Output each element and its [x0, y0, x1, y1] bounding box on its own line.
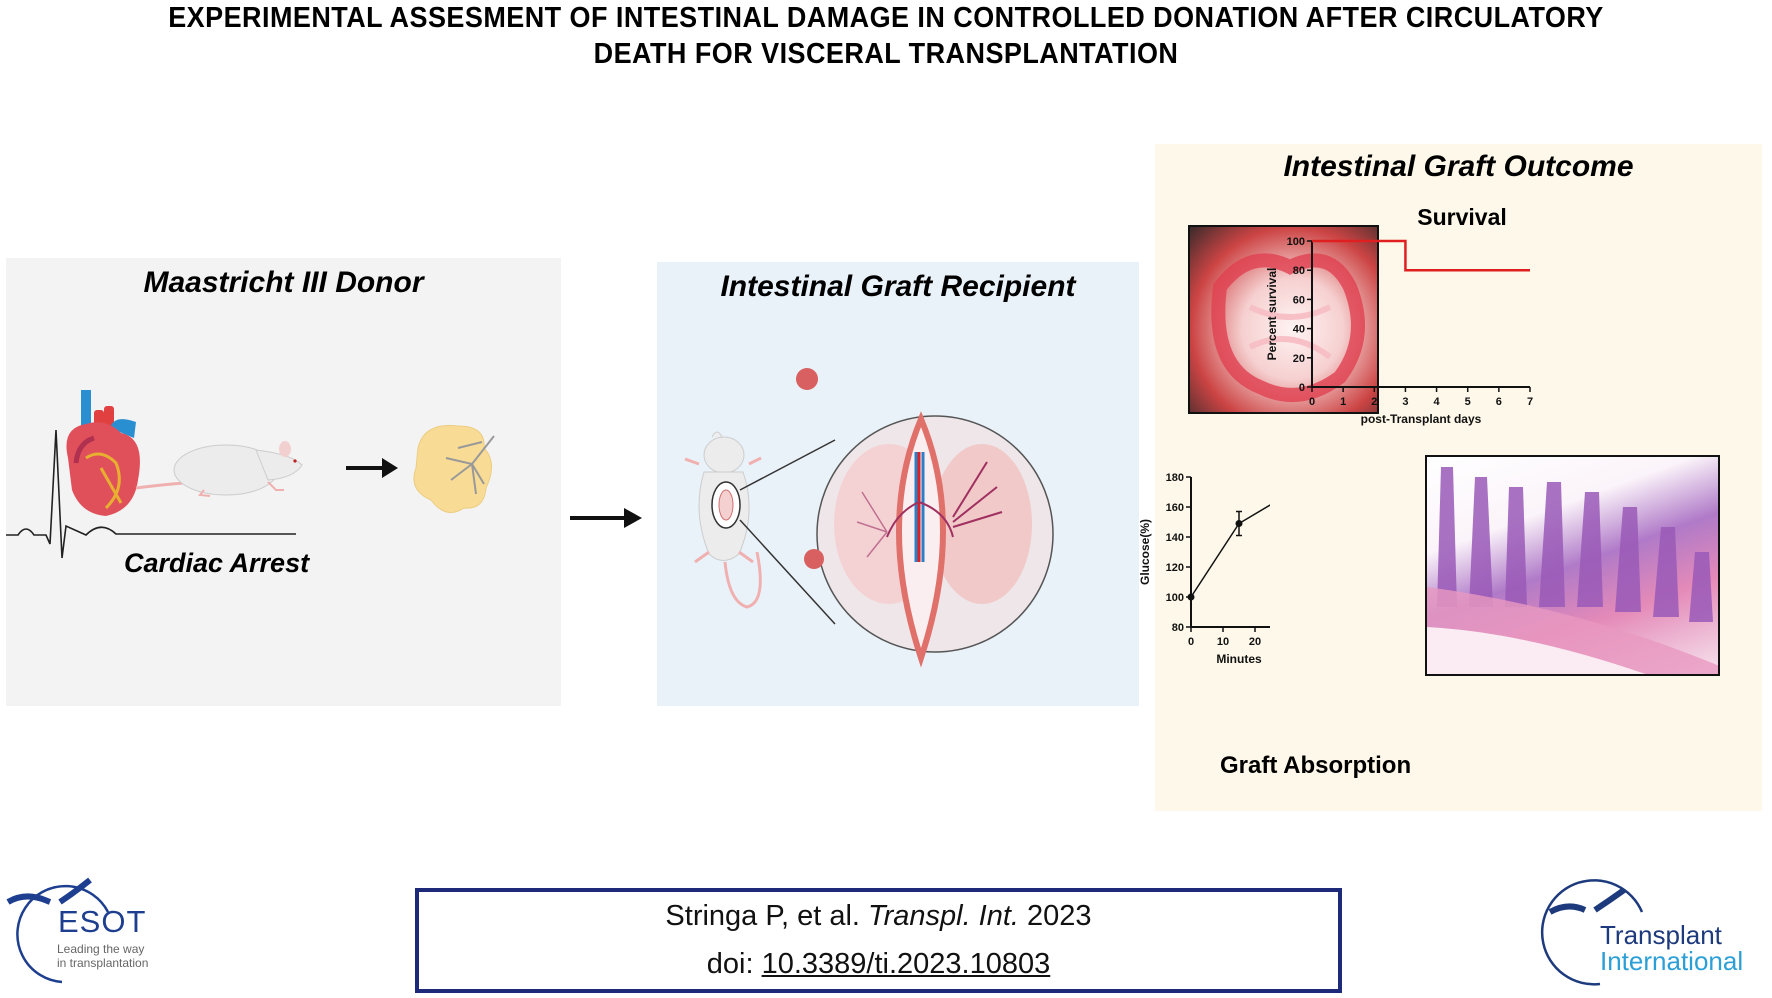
- citation-authors: Stringa P, et al.: [665, 900, 869, 932]
- hands-circle-icon: [6, 877, 110, 984]
- x-tick-label: 10: [1217, 636, 1229, 648]
- doi-line: doi: 10.3389/ti.2023.10803: [419, 948, 1338, 981]
- intestinal-graft-photo: [1188, 225, 1379, 414]
- donor-panel: Maastricht III Donor: [6, 258, 561, 706]
- citation-journal: Transpl. Int.: [868, 900, 1019, 932]
- series-line: [1190, 504, 1270, 598]
- citation-line: Stringa P, et al. Transpl. Int. 2023: [419, 900, 1338, 933]
- citation-year: 2023: [1018, 900, 1092, 932]
- page-title: EXPERIMENTAL ASSESMENT OF INTESTINAL DAM…: [62, 0, 1710, 72]
- x-tick-label: 6: [1496, 396, 1502, 408]
- x-tick-label: 0: [1188, 636, 1194, 648]
- x-tick-label: 3: [1402, 396, 1408, 408]
- arrow-right-icon: [570, 508, 642, 528]
- y-tick-label: 40: [1293, 324, 1305, 336]
- survival-chart: 0 20 40 60 80 100 0 1 2 3 4 5 6 7 post-Transplant days…: [1265, 236, 1533, 426]
- intestine-graft-icon: [413, 424, 495, 513]
- x-axis-label: Minutes: [1216, 652, 1262, 666]
- glucose-chart: 801001201401601800102030MinutesGlucose(%…: [1138, 472, 1270, 666]
- recipient-panel: Intestinal Graft Recipient: [657, 262, 1139, 706]
- graft-absorption-caption: Graft Absorption: [1220, 752, 1412, 779]
- histology-micrograph: [1425, 455, 1720, 676]
- data-point: [1235, 520, 1243, 527]
- data-point: [1187, 593, 1195, 601]
- magnified-abdomen-icon: [796, 368, 1054, 668]
- rat-icon: [135, 441, 303, 497]
- doi-link[interactable]: 10.3389/ti.2023.10803: [761, 948, 1051, 980]
- y-tick-label: 80: [1293, 265, 1305, 277]
- x-tick-label: 1: [1340, 396, 1346, 408]
- hands-circle-icon: [1540, 879, 1644, 986]
- heart-icon: [66, 390, 140, 516]
- outcome-panel-title: Intestinal Graft Outcome: [1283, 150, 1634, 183]
- series-line: [1312, 239, 1530, 272]
- x-tick-label: 0: [1309, 396, 1315, 408]
- donor-panel-title: Maastricht III Donor: [143, 266, 424, 299]
- y-tick-label: 180: [1166, 472, 1184, 484]
- transplant-international-logo: Transplant International: [1520, 862, 1772, 992]
- y-tick-label: 60: [1293, 294, 1305, 306]
- cardiac-arrest-caption: Cardiac Arrest: [124, 548, 310, 578]
- x-tick-label: 7: [1527, 396, 1533, 408]
- ecg-trace-icon: [6, 429, 296, 559]
- y-tick-label: 100: [1287, 236, 1305, 248]
- y-tick-label: 100: [1166, 592, 1184, 604]
- x-tick-label: 5: [1465, 396, 1471, 408]
- title-line-2: DEATH FOR VISCERAL TRANSPLANTATION: [593, 38, 1179, 70]
- esot-logo: ESOT Leading the way in transplantation: [0, 862, 190, 992]
- recipient-panel-title: Intestinal Graft Recipient: [720, 270, 1076, 303]
- ti-name-line-1: Transplant: [1600, 920, 1722, 950]
- y-tick-label: 160: [1166, 502, 1184, 514]
- ti-name-line-2: International: [1600, 946, 1744, 976]
- esot-tagline: Leading the way in transplantation: [57, 942, 148, 970]
- title-line-1: EXPERIMENTAL ASSESMENT OF INTESTINAL DAM…: [168, 2, 1604, 34]
- rat-supine-icon: [684, 431, 762, 609]
- y-tick-label: 20: [1293, 353, 1305, 365]
- arrow-right-icon: [346, 458, 398, 478]
- x-tick-label: 4: [1434, 396, 1441, 408]
- esot-tagline-2: in transplantation: [57, 956, 149, 970]
- x-axis-label: post-Transplant days: [1361, 412, 1482, 426]
- citation-box: Stringa P, et al. Transpl. Int. 2023 doi…: [415, 888, 1342, 993]
- y-tick-label: 80: [1172, 622, 1184, 634]
- esot-name: ESOT: [58, 904, 147, 939]
- doi-prefix: doi:: [706, 948, 762, 980]
- y-tick-label: 120: [1166, 562, 1184, 574]
- y-axis-label: Percent survival: [1265, 268, 1279, 361]
- y-tick-label: 0: [1299, 382, 1305, 394]
- y-axis-label: Glucose(%): [1138, 519, 1152, 585]
- y-tick-label: 140: [1166, 532, 1184, 544]
- x-tick-label: 20: [1249, 636, 1261, 648]
- survival-chart-title: Survival: [1417, 204, 1507, 230]
- esot-tagline-1: Leading the way: [57, 942, 145, 956]
- x-tick-label: 2: [1371, 396, 1377, 408]
